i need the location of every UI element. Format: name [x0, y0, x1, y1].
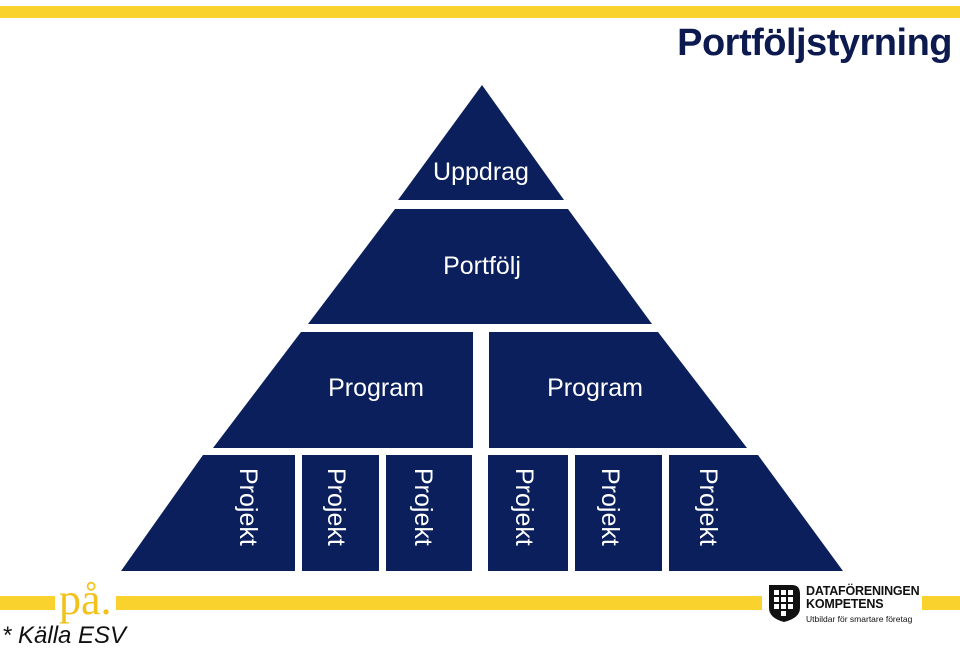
- tier-project-4-label: Projekt: [510, 468, 538, 546]
- tier-program-left-label: Program: [328, 374, 424, 402]
- tier-project-5-label: Projekt: [596, 468, 624, 546]
- source-note: * Källa ESV: [2, 622, 127, 649]
- tier-program-left-shape: [213, 332, 473, 448]
- tier-project-2-label: Projekt: [322, 468, 350, 546]
- tier-project-3-label: Projekt: [409, 468, 437, 546]
- brand-name: DATAFÖRENINGEN KOMPETENS: [806, 584, 920, 611]
- tier-project-4-shape: [488, 455, 568, 571]
- tier-project-3-shape: [386, 455, 472, 571]
- tier-project-1-shape: [121, 455, 295, 571]
- tier-uppdrag-label: Uppdrag: [433, 158, 529, 186]
- tier-project-6-label: Projekt: [694, 468, 722, 546]
- brand-name-line1: DATAFÖRENINGEN: [806, 584, 920, 598]
- tier-program-right-shape: [489, 332, 747, 448]
- pa-logo: på.: [55, 578, 116, 622]
- tier-project-5-shape: [575, 455, 662, 571]
- page-title: Portföljstyrning: [677, 22, 952, 64]
- tier-project-6-shape: [669, 455, 843, 571]
- bottom-accent-bar: [0, 596, 960, 610]
- tier-project-1-label: Projekt: [234, 468, 262, 546]
- tier-portfolj-shape: [308, 209, 652, 324]
- tier-portfolj-label: Portfölj: [443, 252, 521, 280]
- top-accent-bar: [0, 6, 960, 18]
- brand-name-line2: KOMPETENS: [806, 597, 884, 611]
- brand-shield-icon: [769, 585, 800, 622]
- brand-tagline: Utbildar för smartare företag: [806, 614, 913, 624]
- brand-logo: DATAFÖRENINGEN KOMPETENS Utbildar för sm…: [762, 578, 922, 628]
- tier-program-right-label: Program: [547, 374, 643, 402]
- tier-project-2-shape: [302, 455, 379, 571]
- tier-uppdrag-shape: [398, 85, 564, 200]
